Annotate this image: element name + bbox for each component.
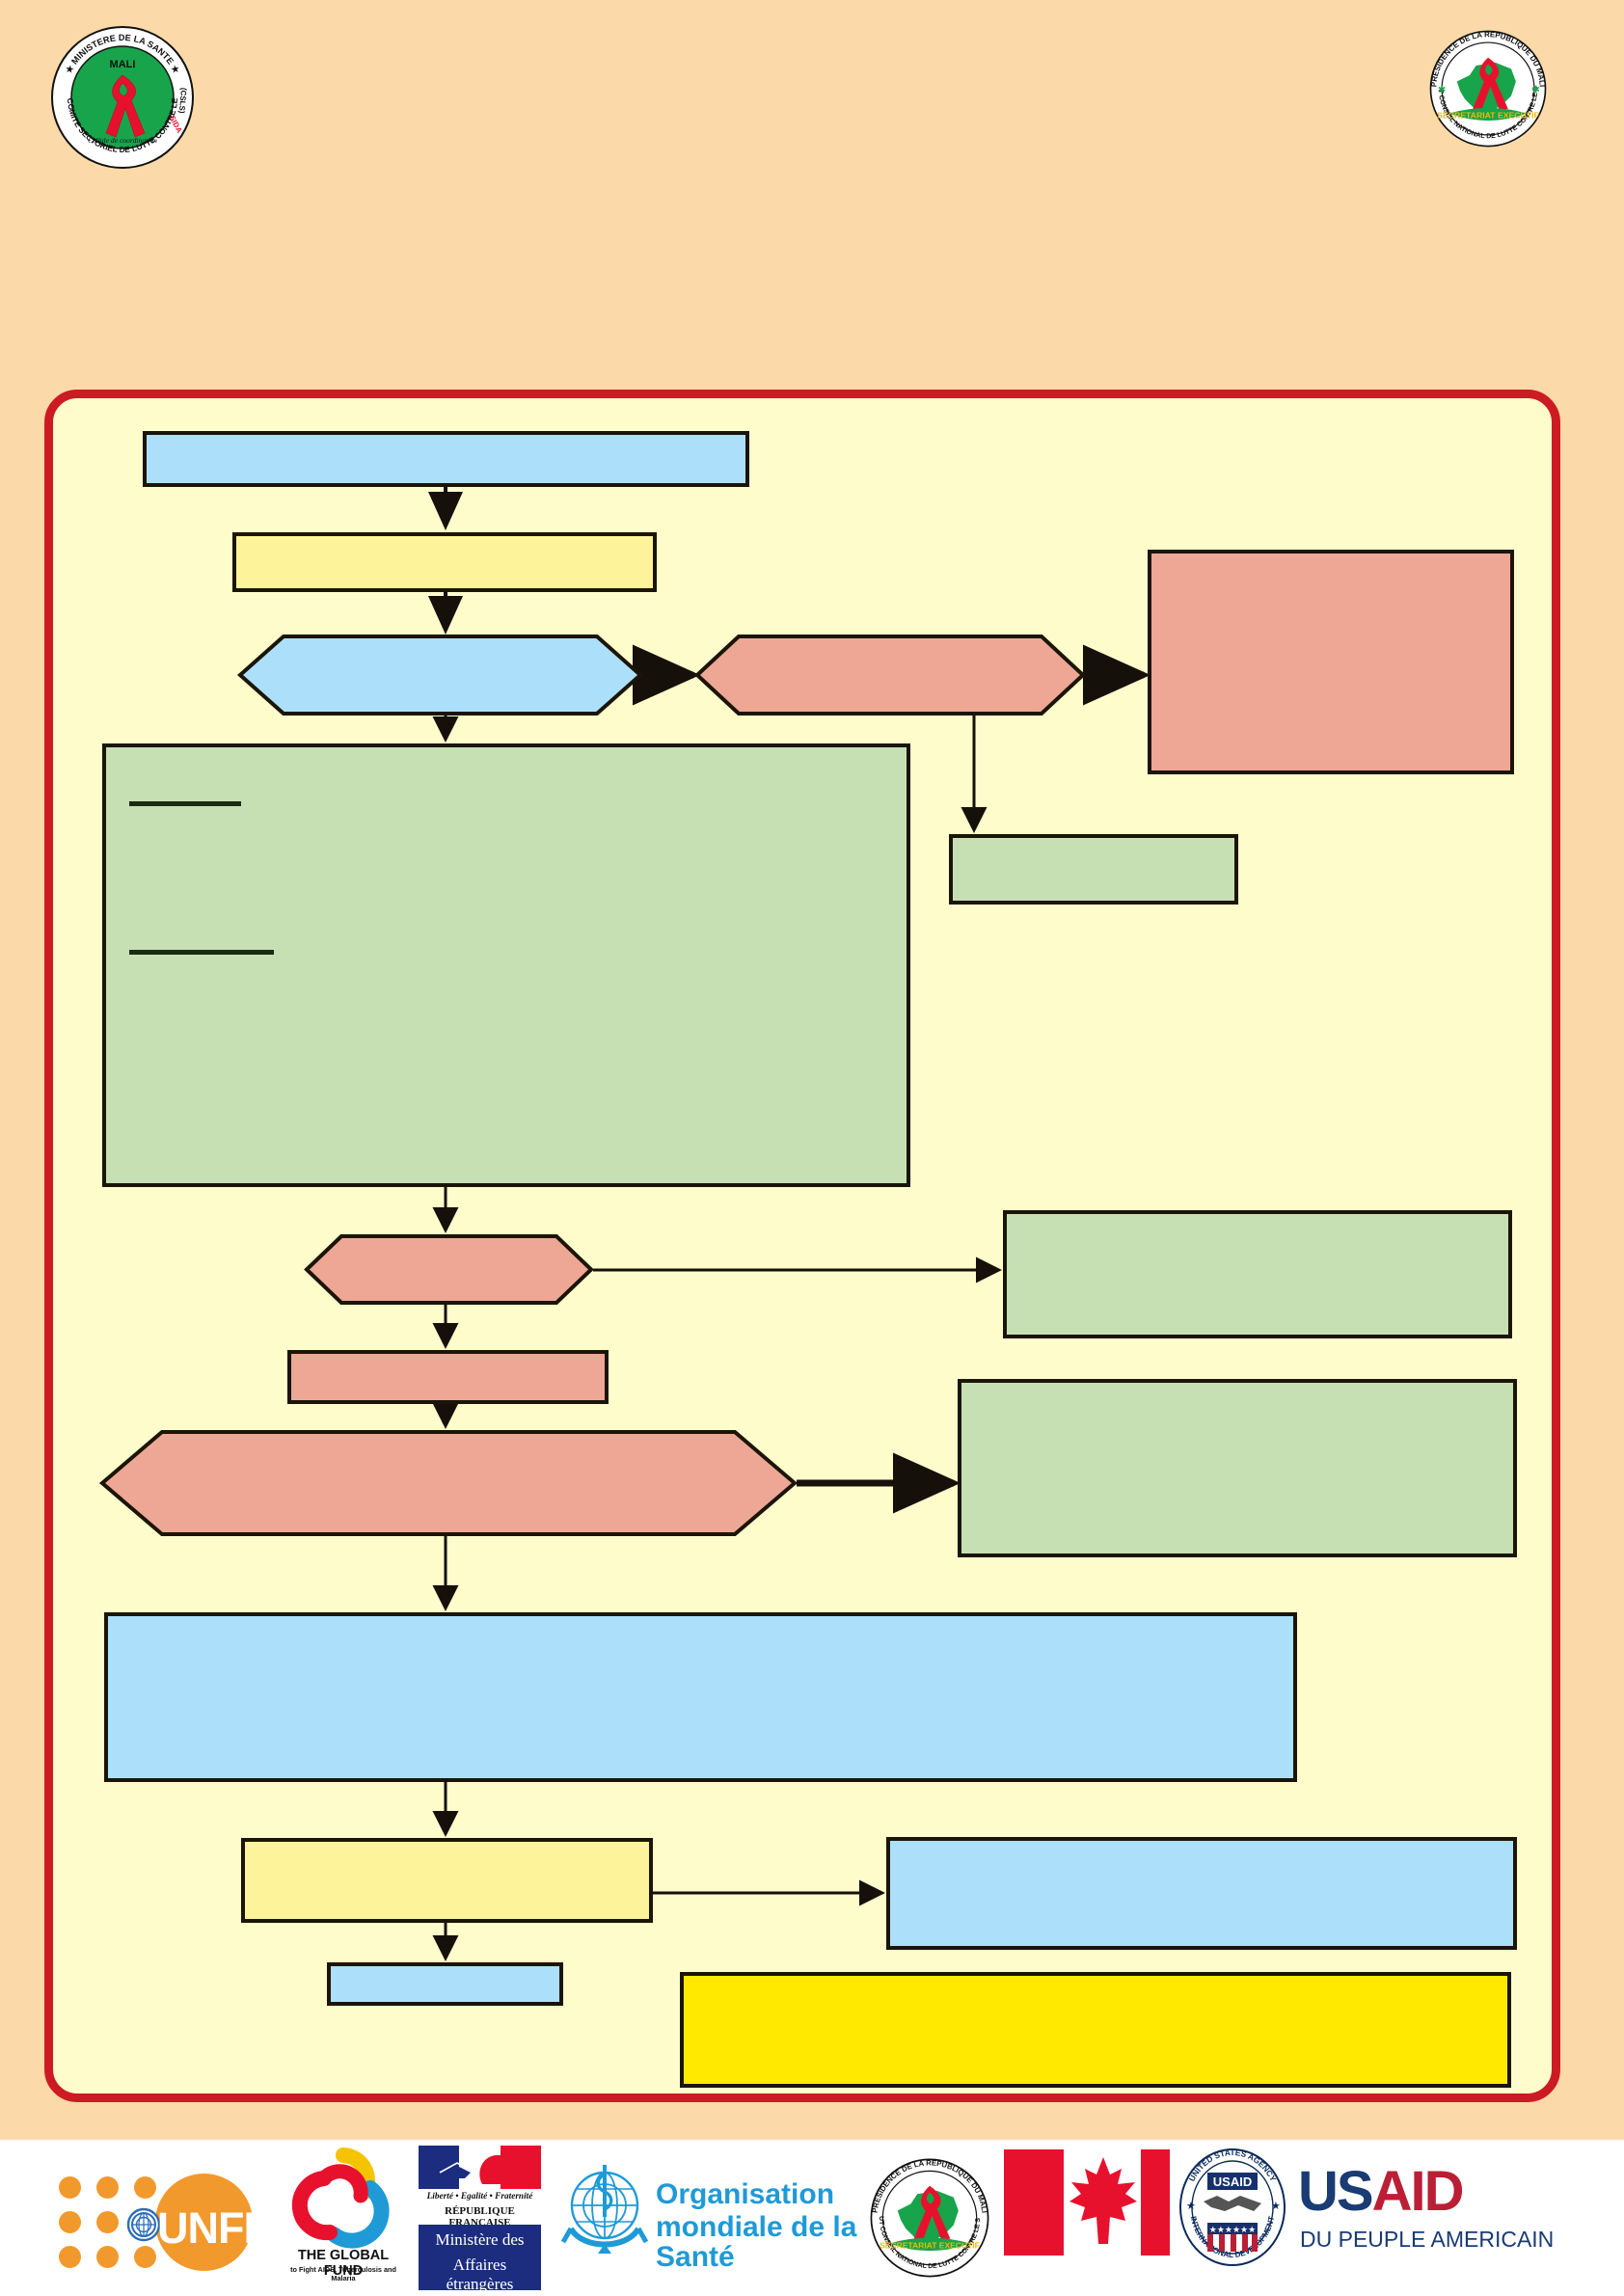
svg-text:USAID: USAID bbox=[1213, 2174, 1252, 2189]
global-fund-wordmark: THE GLOBAL FUND bbox=[297, 2248, 390, 2279]
partner-logos-footer: UNFPA THE GLOBAL FUND to Fight AIDS, Tub… bbox=[0, 2140, 1624, 2296]
global-fund-subtitle: to Fight AIDS, Tuberculosis and Malaria bbox=[290, 2265, 396, 2282]
svg-text:Cellule de coordination: Cellule de coordination bbox=[88, 136, 157, 145]
haut-conseil-national-sida-seal-icon: PRESIDENCE DE LA REPUBLIQUE DU MALI HAUT… bbox=[1428, 29, 1547, 148]
flow-node-n6[interactable] bbox=[949, 834, 1238, 905]
flow-node-n7[interactable] bbox=[102, 743, 910, 1187]
svg-text:MALI: MALI bbox=[110, 59, 136, 70]
canada-flag-icon bbox=[998, 2140, 1172, 2296]
flow-node-n5[interactable] bbox=[1148, 550, 1514, 774]
flow-node-n3[interactable] bbox=[236, 635, 644, 716]
haut-conseil-national-sida-seal-footer-icon: PRESIDENCE DE LA REPUBLIQUE DU MALI HAUT… bbox=[868, 2151, 989, 2278]
unfpa-logo: UNFPA bbox=[29, 2140, 300, 2296]
france-motto: Liberté • Egalité • Fraternité bbox=[426, 2192, 533, 2201]
ministere-sante-csls-seal-icon: ★ MINISTERE DE LA SANTE ★ COMITE SECTORI… bbox=[51, 26, 194, 169]
svg-text:✱: ✱ bbox=[1438, 85, 1446, 95]
svg-text:SECRETARIAT EXECUTIF: SECRETARIAT EXECUTIF bbox=[1437, 111, 1539, 121]
flow-node-n12[interactable] bbox=[958, 1379, 1517, 1557]
flow-node-n7-rule-1 bbox=[129, 801, 241, 806]
usaid-wordmark-us: US bbox=[1298, 2160, 1374, 2223]
france-ministry-line2: Affaires étrangères bbox=[446, 2255, 514, 2293]
flow-node-n16[interactable] bbox=[327, 1962, 563, 2006]
un-emblem-icon bbox=[126, 2207, 161, 2242]
who-line1: Organisation bbox=[656, 2178, 835, 2210]
svg-text:★: ★ bbox=[1186, 2201, 1196, 2212]
maple-leaf-icon bbox=[1069, 2157, 1137, 2244]
flow-node-n4[interactable] bbox=[694, 635, 1086, 716]
flow-node-n1[interactable] bbox=[143, 431, 749, 487]
flow-node-n13[interactable] bbox=[104, 1612, 1297, 1782]
usaid-wordmark: USAID bbox=[1298, 2159, 1465, 2224]
marianne-icon bbox=[436, 2154, 519, 2184]
usaid-logo: UNITED STATES AGENCY INTERNATIONAL DEVEL… bbox=[1178, 2140, 1603, 2296]
global-fund-spiral-icon bbox=[291, 2147, 390, 2249]
flow-node-n7-rule-2 bbox=[129, 950, 274, 955]
flow-node-n10[interactable] bbox=[287, 1350, 609, 1404]
usaid-seal-icon: UNITED STATES AGENCY INTERNATIONAL DEVEL… bbox=[1179, 2147, 1286, 2266]
france-ministry-line1: Ministère des bbox=[435, 2230, 525, 2249]
france-mae-logo: Liberté • Egalité • Fraternité RÉPUBLIQU… bbox=[419, 2140, 541, 2296]
usaid-wordmark-aid: AID bbox=[1371, 2160, 1465, 2223]
flow-node-n17[interactable] bbox=[680, 1972, 1511, 2088]
who-emblem-icon bbox=[560, 2165, 649, 2254]
flow-node-n8[interactable] bbox=[304, 1234, 594, 1305]
who-line2: mondiale de la Santé bbox=[656, 2211, 857, 2273]
svg-text:✱: ✱ bbox=[1531, 85, 1539, 95]
usaid-tagline: DU PEUPLE AMERICAIN bbox=[1300, 2227, 1555, 2252]
svg-text:SECRETARIAT EXECUTIF: SECRETARIAT EXECUTIF bbox=[880, 2241, 980, 2251]
flow-node-n11[interactable] bbox=[98, 1430, 798, 1536]
header-logos: ★ MINISTERE DE LA SANTE ★ COMITE SECTORI… bbox=[0, 0, 1624, 193]
svg-text:★: ★ bbox=[1271, 2201, 1281, 2212]
who-oms-logo: Organisation mondiale de la Santé bbox=[550, 2140, 878, 2296]
flow-node-n14[interactable] bbox=[241, 1838, 653, 1923]
flow-node-n2[interactable] bbox=[232, 532, 657, 592]
svg-text:(CSLS): (CSLS) bbox=[177, 88, 188, 115]
flow-node-n15[interactable] bbox=[886, 1837, 1517, 1950]
global-fund-logo: THE GLOBAL FUND to Fight AIDS, Tuberculo… bbox=[280, 2140, 405, 2296]
svg-text:★★★★★★: ★★★★★★ bbox=[1209, 2225, 1256, 2234]
flow-node-n9[interactable] bbox=[1003, 1210, 1512, 1338]
unfpa-wordmark: UNFPA bbox=[157, 2203, 300, 2253]
